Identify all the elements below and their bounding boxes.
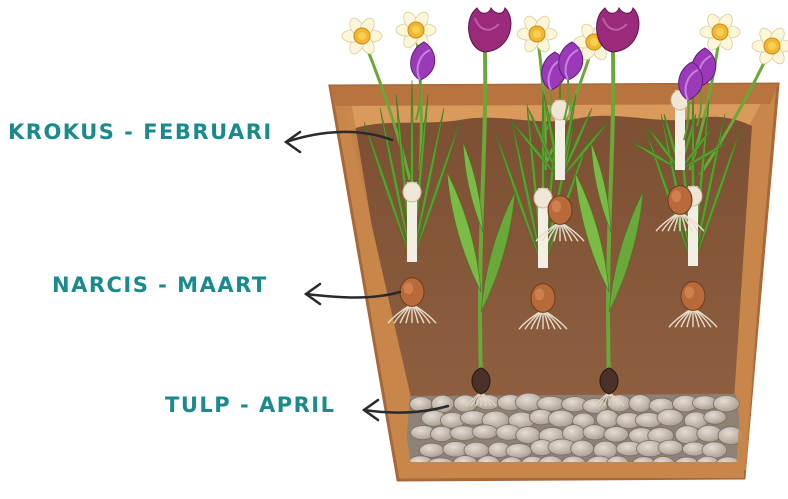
label-narcis: NARCIS - MAART (52, 273, 268, 297)
tulip-flower-icon (469, 8, 511, 52)
label-tulp: TULP - APRIL (165, 393, 336, 417)
daffodil-flower-icon (700, 12, 740, 53)
daffodil-flower-icon (752, 26, 788, 67)
tulip-flower-icon (597, 8, 639, 52)
daffodil-flower-icon (517, 14, 557, 55)
daffodil-flower-icon (342, 16, 382, 57)
label-krokus: KROKUS - FEBRUARI (8, 120, 273, 144)
